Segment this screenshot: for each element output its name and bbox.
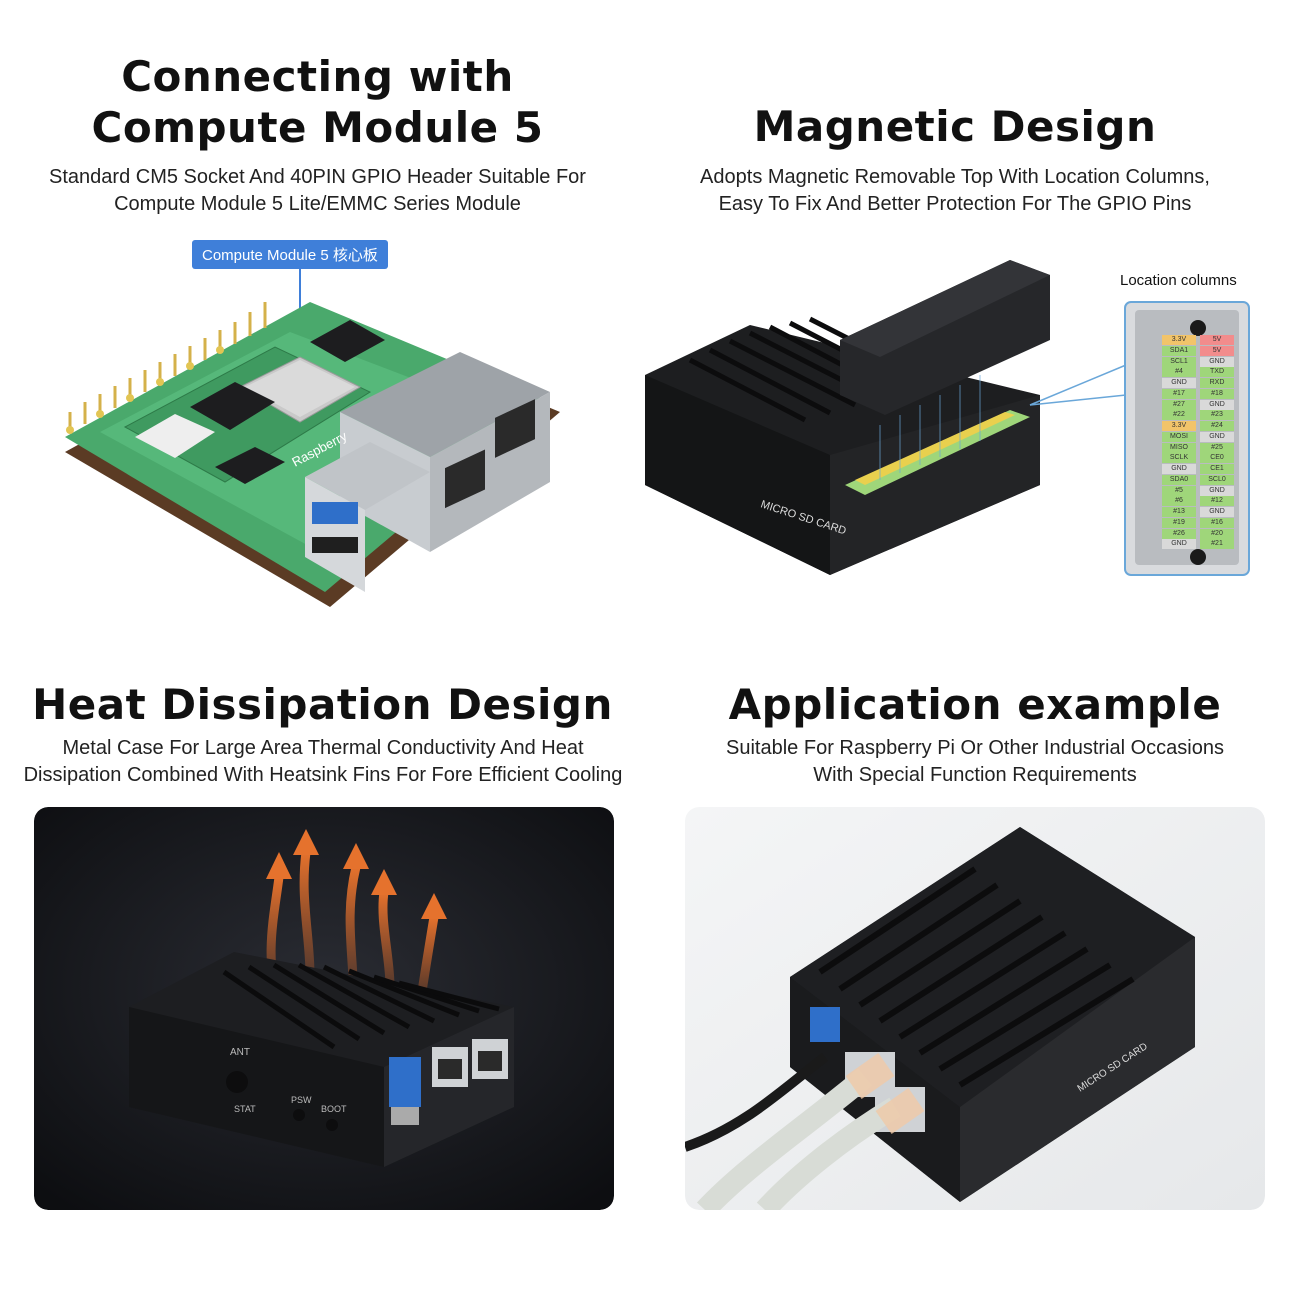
gpio-pin-label: #26 <box>1162 528 1196 539</box>
heat-subtitle-line1: Metal Case For Large Area Thermal Conduc… <box>62 737 584 759</box>
gpio-pin-label: #20 <box>1200 528 1234 539</box>
gpio-pin-label: #27 <box>1162 399 1196 410</box>
psw-label: PSW <box>291 1095 312 1105</box>
gpio-pin-label: #5 <box>1162 485 1196 496</box>
gpio-pin-label: GND <box>1200 431 1234 442</box>
cm5-board-illustration: Raspberry <box>65 268 560 607</box>
gpio-pin-label: GND <box>1162 464 1196 474</box>
magnetic-title: Magnetic Design <box>753 102 1157 151</box>
connect-title-line1: Connecting with <box>121 52 514 101</box>
gpio-pin-label: #6 <box>1162 496 1196 507</box>
gpio-pin-label: 3.3V <box>1162 335 1196 345</box>
connect-subtitle-line2: Compute Module 5 Lite/EMMC Series Module <box>114 193 521 215</box>
gpio-pin-label: #19 <box>1162 517 1196 528</box>
magnetic-subtitle-line1: Adopts Magnetic Removable Top With Locat… <box>700 166 1210 188</box>
gpio-pin-label: #22 <box>1162 410 1196 421</box>
gpio-pin-label: #18 <box>1200 388 1234 399</box>
gpio-pin-label: #24 <box>1200 421 1234 431</box>
gpio-pin-label: SDA1 <box>1162 345 1196 356</box>
heat-dissipation-image: ANT STAT PSW BOOT <box>34 807 614 1210</box>
gpio-pin-label: GND <box>1200 507 1234 517</box>
connect-subtitle-line1: Standard CM5 Socket And 40PIN GPIO Heade… <box>49 166 586 188</box>
stat-label: STAT <box>234 1104 256 1114</box>
gpio-pin-label: #25 <box>1200 442 1234 453</box>
gpio-pin-label: GND <box>1162 378 1196 388</box>
gpio-pin-label: CE1 <box>1200 464 1234 474</box>
gpio-pin-label: #23 <box>1200 410 1234 421</box>
gpio-pin-label: GND <box>1200 399 1234 410</box>
gpio-pin-label: CE0 <box>1200 453 1234 464</box>
gpio-pin-label: #12 <box>1200 496 1234 507</box>
gpio-pin-label: SDA0 <box>1162 474 1196 485</box>
location-columns-label: Location columns <box>1120 272 1237 289</box>
gpio-pin-label: RXD <box>1200 378 1234 388</box>
gpio-pin-label: GND <box>1200 356 1234 367</box>
application-subtitle-line2: With Special Function Requirements <box>813 764 1137 786</box>
gpio-pin-label: #17 <box>1162 388 1196 399</box>
heat-title: Heat Dissipation Design <box>32 680 613 729</box>
gpio-pin-label: #4 <box>1162 367 1196 378</box>
gpio-pin-label: 5V <box>1200 335 1234 345</box>
compute-module-tag: Compute Module 5 核心板 <box>192 240 388 269</box>
gpio-pin-label: MISO <box>1162 442 1196 453</box>
application-subtitle-line1: Suitable For Raspberry Pi Or Other Indus… <box>726 737 1224 759</box>
gpio-pin-label: SCLK <box>1162 453 1196 464</box>
magnetic-subtitle-line2: Easy To Fix And Better Protection For Th… <box>718 193 1192 215</box>
gpio-pin-label: SCL1 <box>1162 356 1196 367</box>
gpio-pin-label: #13 <box>1162 507 1196 517</box>
gpio-pin-label: TXD <box>1200 367 1234 378</box>
application-title: Application example <box>728 680 1222 729</box>
heat-subtitle-line2: Dissipation Combined With Heatsink Fins … <box>23 764 623 786</box>
connect-title-line2: Compute Module 5 <box>91 103 544 152</box>
gpio-pin-label: SCL0 <box>1200 474 1234 485</box>
ant-label: ANT <box>230 1047 250 1058</box>
gpio-pin-label: #21 <box>1200 539 1234 550</box>
gpio-pin-label: 5V <box>1200 345 1234 356</box>
gpio-pin-label: 3.3V <box>1162 421 1196 431</box>
application-example-image: MICRO SD CARD <box>685 807 1265 1210</box>
gpio-pin-label: GND <box>1200 485 1234 496</box>
gpio-pin-label: MOSI <box>1162 431 1196 442</box>
gpio-pin-label: GND <box>1162 539 1196 550</box>
gpio-pin-label: #16 <box>1200 517 1234 528</box>
boot-label: BOOT <box>321 1104 347 1114</box>
